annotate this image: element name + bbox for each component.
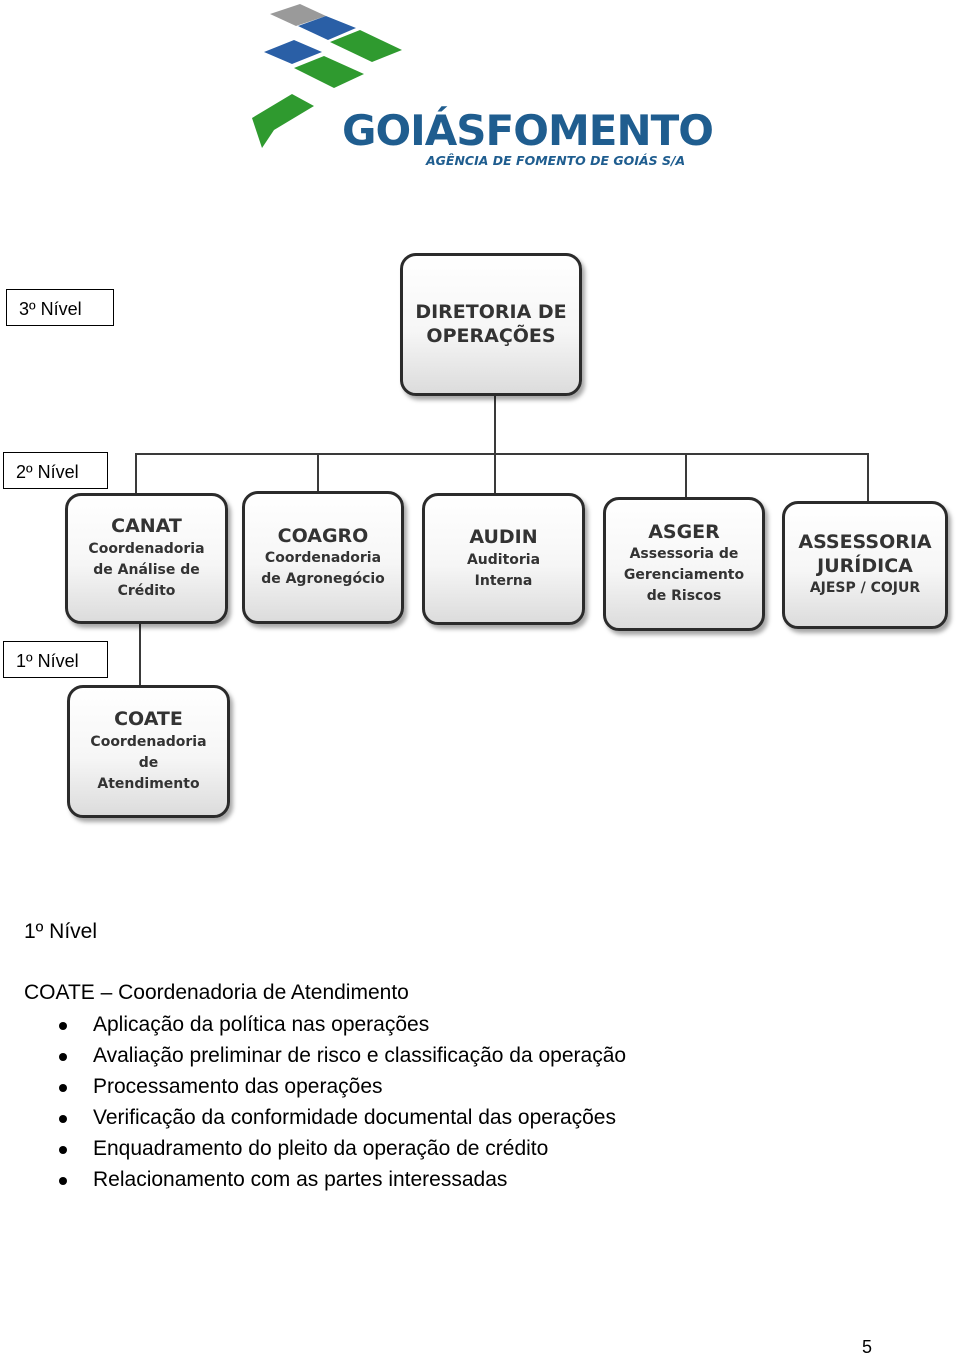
section-heading: 1º Nível [24,920,98,943]
connector-juridica [867,453,869,501]
connector-audin [494,453,496,493]
bullet-icon [59,1022,67,1030]
connector-top-vertical [494,396,496,454]
connector-horizontal-bus [135,453,869,455]
list-item: Avaliação preliminar de risco e classifi… [0,1043,626,1074]
logo-brand-text: GOIÁSFOMENTO [342,106,714,155]
level-3-label: 3º Nível [6,289,114,326]
bullet-icon [59,1115,67,1123]
node-canat: CANAT Coordenadoria de Análise de Crédit… [65,493,228,624]
connector-coate [139,624,141,686]
level-1-label: 1º Nível [3,641,108,678]
node-coate: COATE Coordenadoria de Atendimento [67,685,230,818]
page-number: 5 [862,1337,873,1357]
node-diretoria-operacoes: DIRETORIA DE OPERAÇÕES [400,253,582,396]
list-item: Processamento das operações [0,1074,626,1105]
level-2-label: 2º Nível [3,452,108,489]
bullet-icon [59,1053,67,1061]
connector-coagro [317,453,319,493]
list-item: Aplicação da política nas operações [0,1012,626,1043]
connector-asger [685,453,687,497]
logo-diamonds-icon [252,4,402,148]
list-item: Relacionamento com as partes interessada… [0,1167,626,1198]
logo-tagline: AGÊNCIA DE FOMENTO DE GOIÁS S/A [426,153,686,168]
goiasfomento-logo: GOIÁSFOMENTO AGÊNCIA DE FOMENTO DE GOIÁS… [248,2,714,172]
coate-title: COATE – Coordenadoria de Atendimento [24,981,409,1004]
node-audin: AUDIN Auditoria Interna [422,493,585,625]
connector-canat [135,453,137,493]
node-assessoria-juridica: ASSESSORIA JURÍDICA AJESP / COJUR [782,501,948,629]
node-asger: ASGER Assessoria de Gerenciamento de Ris… [603,497,765,631]
bullet-icon [59,1177,67,1185]
list-item: Verificação da conformidade documental d… [0,1105,626,1136]
list-item: Enquadramento do pleito da operação de c… [0,1136,626,1167]
node-coagro: COAGRO Coordenadoria de Agronegócio [242,491,404,624]
coate-responsibilities-list: Aplicação da política nas operações Aval… [0,1012,626,1198]
bullet-icon [59,1084,67,1092]
bullet-icon [59,1146,67,1154]
